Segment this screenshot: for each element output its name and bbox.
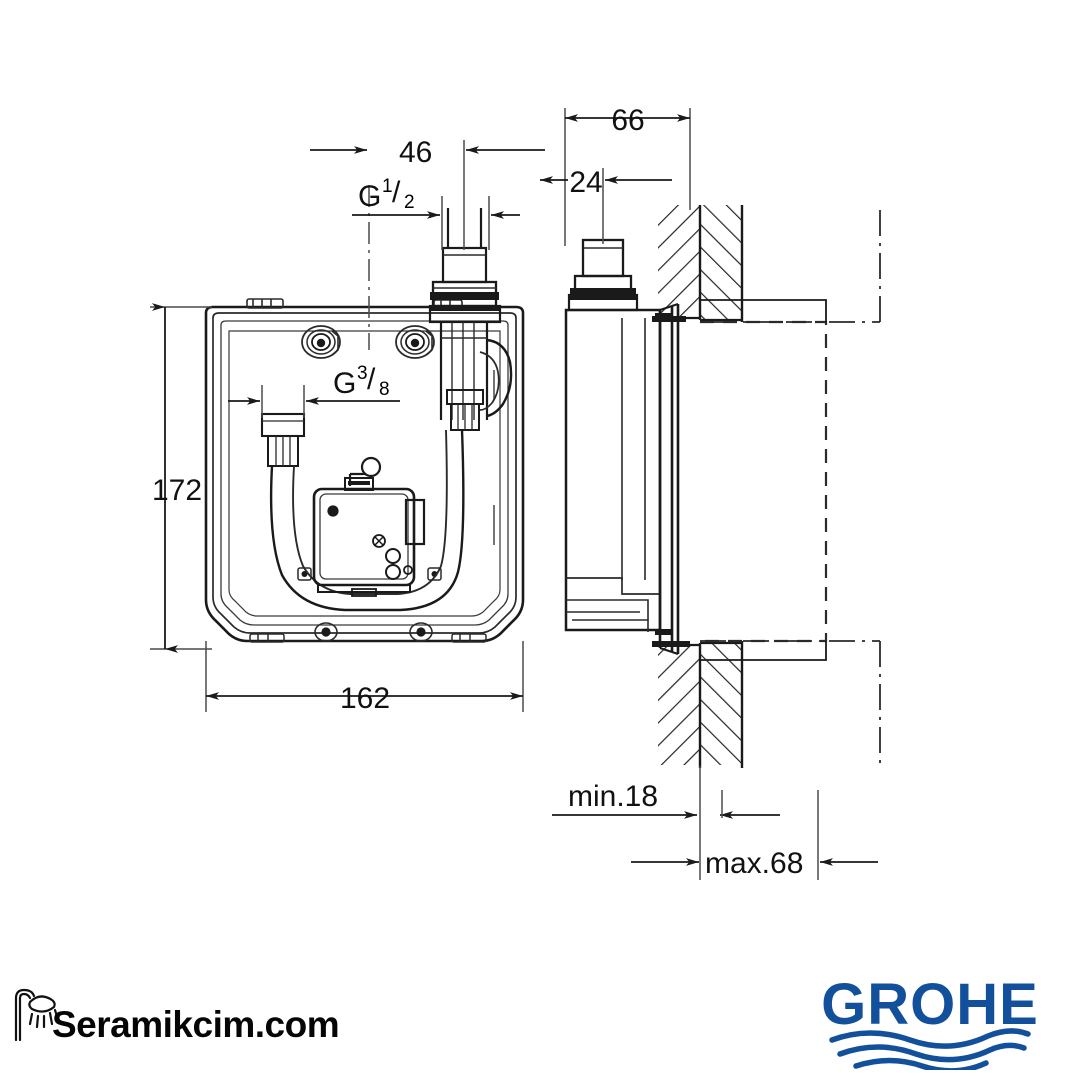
grohe-logo: GROHE xyxy=(821,978,1039,1070)
g38-prefix: G xyxy=(333,367,356,400)
mounting-eyelet xyxy=(301,325,341,359)
g38-numerator: 3 xyxy=(357,363,368,384)
shower-icon xyxy=(14,988,60,1042)
dimension-label-66: 66 xyxy=(611,104,644,137)
g-half-denominator: 2 xyxy=(404,192,415,213)
dimension-66 xyxy=(564,108,691,246)
dimension-label-46: 46 xyxy=(399,136,432,169)
cover-plate xyxy=(658,303,680,655)
dimension-label-g-three-eighths: G 3 / 8 xyxy=(333,363,390,400)
side-view-body xyxy=(564,238,672,635)
grohe-wordmark: GROHE xyxy=(821,978,1039,1037)
left-inlet-fitting xyxy=(260,412,306,467)
mounting-eyelet xyxy=(314,622,338,642)
dimension-162 xyxy=(205,641,524,712)
g38-denominator: 8 xyxy=(379,379,390,400)
g-half-slash: / xyxy=(392,176,401,209)
watermark-text: Seramikcim.com xyxy=(52,1004,340,1045)
g-half-numerator: 1 xyxy=(382,176,393,197)
flexible-hose xyxy=(269,429,465,612)
g-half-prefix: G xyxy=(358,180,381,213)
dimension-g-half xyxy=(352,196,520,250)
mounting-eyelet xyxy=(409,622,433,642)
dimension-label-min18: min.18 xyxy=(568,780,658,813)
dimension-label-24: 24 xyxy=(569,166,602,199)
dimension-label-162: 162 xyxy=(340,682,390,715)
trim-outline-hidden xyxy=(700,210,881,770)
dimension-172 xyxy=(150,303,212,653)
waves-icon xyxy=(829,1028,1031,1070)
dimension-label-172: 172 xyxy=(152,474,202,507)
dimension-label-max68: max.68 xyxy=(705,847,803,880)
dimension-max68 xyxy=(631,766,878,880)
g38-slash: / xyxy=(367,363,376,396)
dimension-24 xyxy=(540,168,672,244)
dimension-label-g-half: G 1 / 2 xyxy=(358,176,415,213)
dimension-46 xyxy=(310,140,545,350)
dimension-g-three-eighths xyxy=(228,385,400,418)
front-view-box xyxy=(204,298,525,643)
mounting-eyelet xyxy=(395,325,435,359)
control-electronics-module xyxy=(312,456,426,597)
dimension-min18 xyxy=(552,790,780,819)
wall-section xyxy=(652,205,744,768)
